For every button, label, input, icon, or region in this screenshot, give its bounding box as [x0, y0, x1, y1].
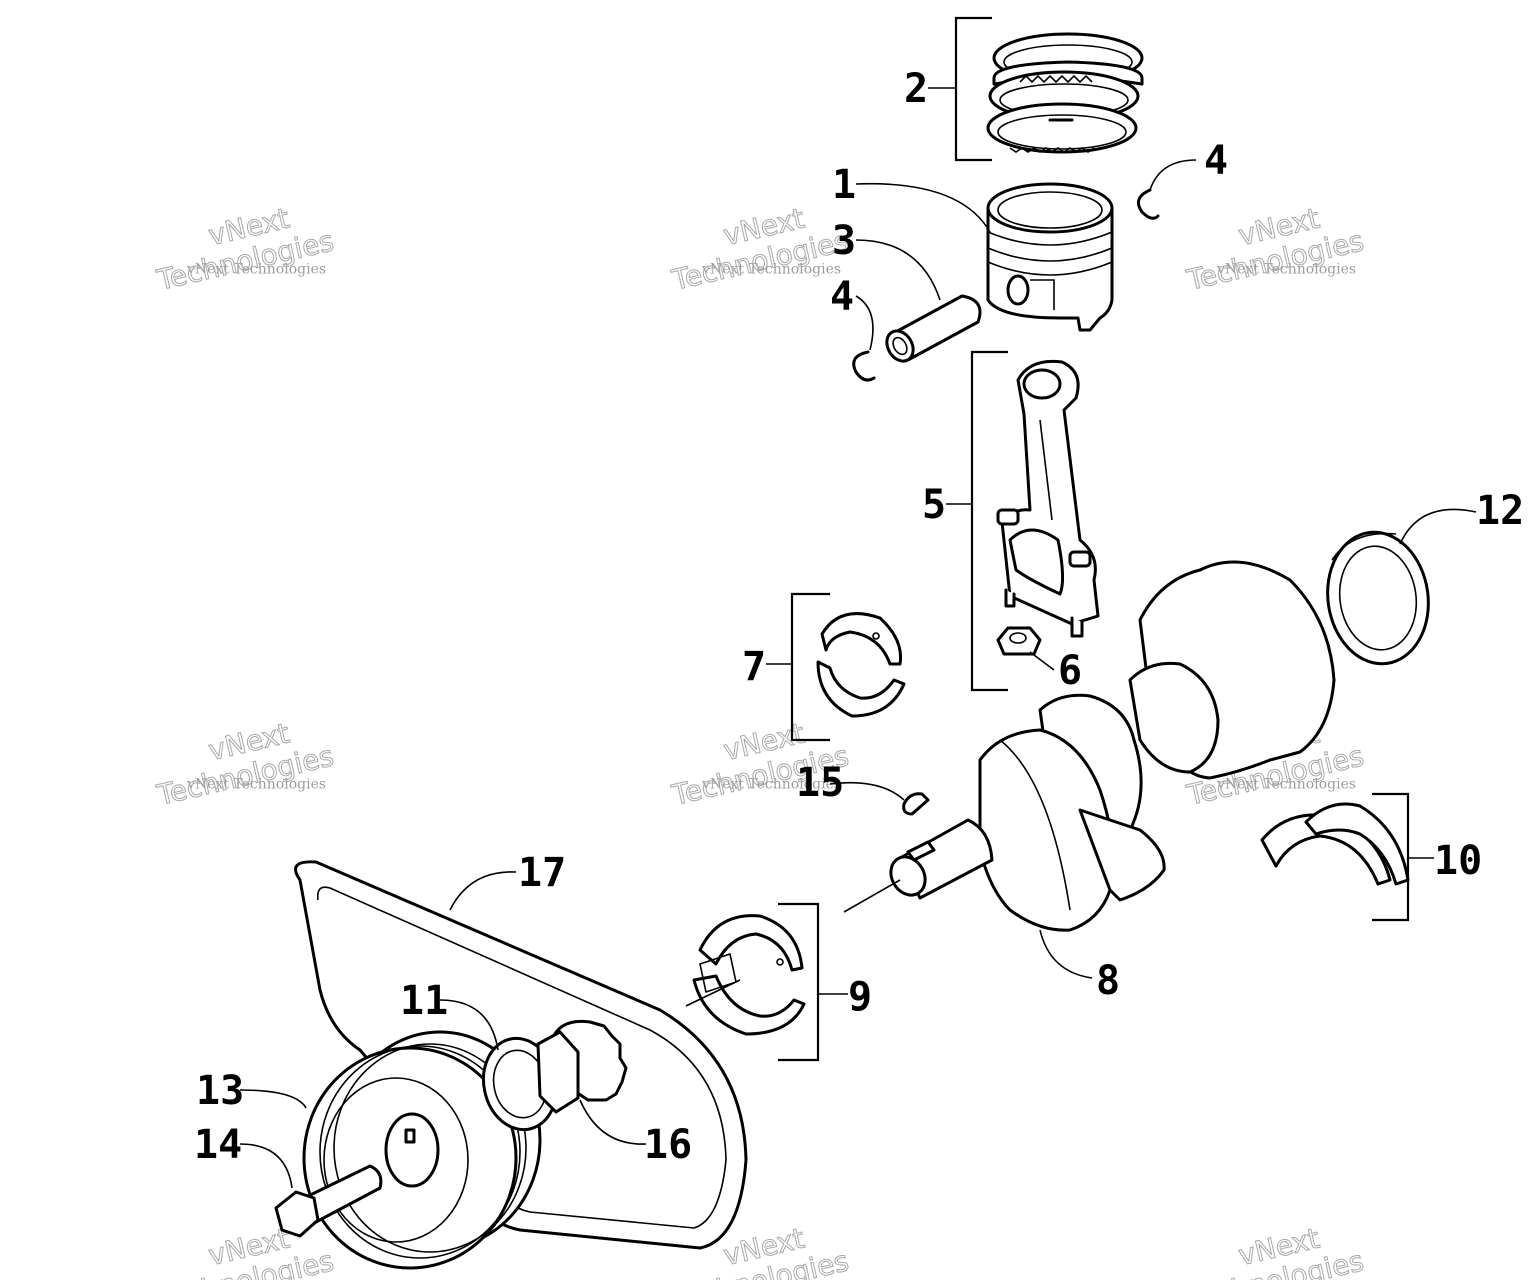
woodruff-key-drawing	[902, 792, 930, 816]
callout-1: 1	[832, 162, 856, 208]
watermark: vNext vNext Technologies Technologies	[668, 201, 853, 297]
crankshaft-drawing	[889, 560, 1336, 932]
oil-seal-right-drawing	[1326, 530, 1430, 666]
bracket-7	[790, 592, 830, 742]
callout-5: 5	[922, 482, 946, 528]
circlip-lower-drawing	[852, 350, 876, 382]
callout-14: 14	[194, 1122, 242, 1168]
main-bearing-drawing	[692, 914, 806, 1036]
leader-lines	[239, 87, 1477, 1189]
watermark-line-2: vNext Technologies	[186, 262, 326, 278]
watermark-line-2: vNext Technologies	[186, 777, 326, 793]
nut-drawing	[996, 626, 1042, 656]
bracket-lines	[778, 16, 1410, 1062]
callout-9: 9	[848, 974, 872, 1020]
connecting-rod-drawing	[996, 359, 1100, 638]
watermark: vNext vNext Technologies Technologies	[1183, 201, 1368, 297]
rod-bearing-drawing	[816, 612, 906, 718]
callout-12: 12	[1476, 488, 1524, 534]
piston-pin-drawing	[885, 294, 982, 363]
callout-8: 8	[1096, 958, 1120, 1004]
piston-drawing	[986, 182, 1114, 332]
callout-4-lower: 4	[830, 274, 854, 320]
callout-labels: 2 1 3 4 4 5 6 7 12 15 10 8 9 17 11 13 14…	[194, 66, 1524, 1168]
bracket-2	[954, 16, 992, 162]
circlip-upper-drawing	[1136, 188, 1160, 220]
watermark-line-2: vNext Technologies	[701, 262, 841, 278]
callout-3: 3	[832, 218, 856, 264]
watermark-line-2: vNext Technologies	[1216, 777, 1356, 793]
watermark-line-2: vNext Technologies	[701, 777, 841, 793]
callout-4-upper: 4	[1204, 138, 1228, 184]
watermark: vNext vNext Technologies Technologies	[153, 201, 338, 297]
callout-11: 11	[400, 978, 448, 1024]
callout-7: 7	[742, 644, 766, 690]
callout-13: 13	[196, 1068, 244, 1114]
watermark: vNext vNext Technologies Technologies	[1183, 1221, 1368, 1280]
callout-16: 16	[644, 1122, 692, 1168]
watermark: vNext vNext Technologies Technologies	[153, 716, 338, 812]
piston-ring-set-drawing	[986, 32, 1144, 154]
bracket-9	[778, 902, 820, 1062]
timing-gear-drawing	[536, 1019, 628, 1114]
bolt-drawing	[274, 1164, 383, 1238]
bracket-5	[970, 350, 1008, 692]
callout-6: 6	[1058, 648, 1082, 694]
watermark-line-2: vNext Technologies	[1216, 262, 1356, 278]
callout-10: 10	[1434, 838, 1482, 884]
callout-17: 17	[518, 850, 566, 896]
callout-2: 2	[904, 66, 928, 112]
thrust-washers-drawing	[1260, 802, 1410, 886]
callout-15: 15	[796, 760, 844, 806]
bracket-10	[1372, 792, 1410, 922]
